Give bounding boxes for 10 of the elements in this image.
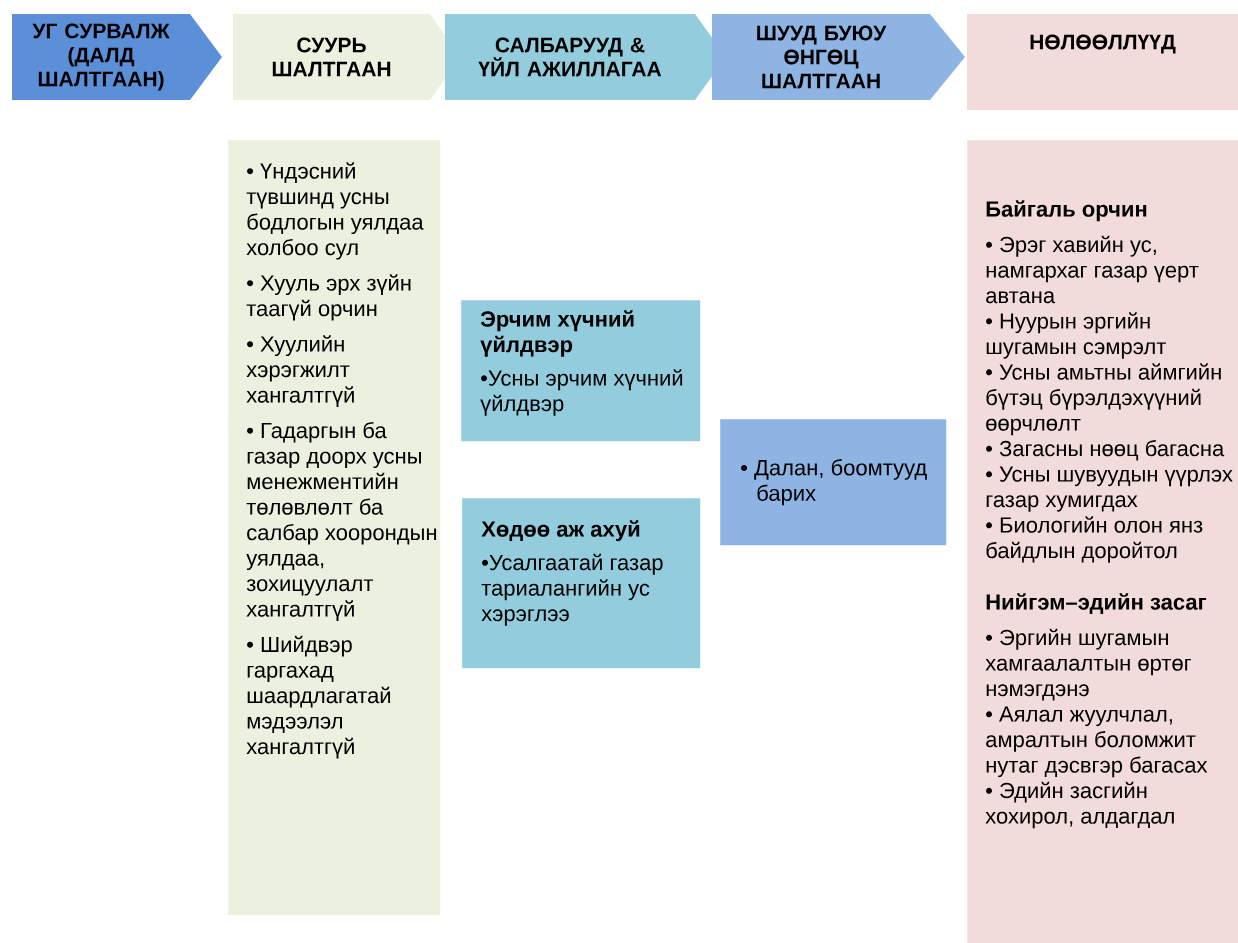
text-panel: • Үндэсний түвшинд усны бодлогын уялдаа холбоо сул • Хууль эрх зүйн таагүй орчин • Хуулийн хэрэгжилт хангалтгүй • Гадаргын ба газар доорх усны менежментийн төлөвлөлт ба салбар хоорондын уялдаа, зохицуулалт хангалтгүй • Шийдвэр гаргахад шаардлагатай мэдээлэл хангалтгүй: [228, 140, 441, 916]
text-panel: • Далан, боомтууд барих: [720, 419, 947, 546]
text-panel: Байгаль орчин • Эрэг хавийн ус, намгархаг газар үерт автана • Нуурын эргийн шугамын сэмрэлт • Усны амьтны аймгийн бүтэц бүрэлдэхүүний өөрчлөлт • Загасны нөөц багасна • Усны шувуудын үүрлэх газар хумигдах • Биологийн олон янз байдлын доройтол Нийгэм–эдийн засаг • Эргийн шугамын хамгаалалтын өртөг нэмэгдэнэ • Аялал жуулчлал, амралтын боломжит нутаг дэсвгэр багасах • Эдийн засгийн хохирол, алдагдал: [967, 140, 1238, 943]
header-box: НӨЛӨӨЛЛҮҮД: [967, 14, 1238, 110]
text-panel: Хөдөө аж ахуй •Усалгаатай газар тариалангийн ус хэрэглээ: [462, 498, 701, 669]
chevron-box: УГ СУРВАЛЖ (ДАЛД ШАЛТГААН): [12, 14, 222, 100]
chevron-box: СУУРЬ ШАЛТГААН: [233, 14, 460, 100]
chevron-box: САЛБАРУУД & ҮЙЛ АЖИЛЛАГАА: [445, 14, 726, 100]
text-panel: Эрчим хүчний үйлдвэр •Усны эрчим хүчний үйлдвэр: [461, 300, 701, 442]
chevron-box: ШУУД БУЮУ ӨНГӨЦ ШАЛТГААН: [712, 14, 965, 100]
